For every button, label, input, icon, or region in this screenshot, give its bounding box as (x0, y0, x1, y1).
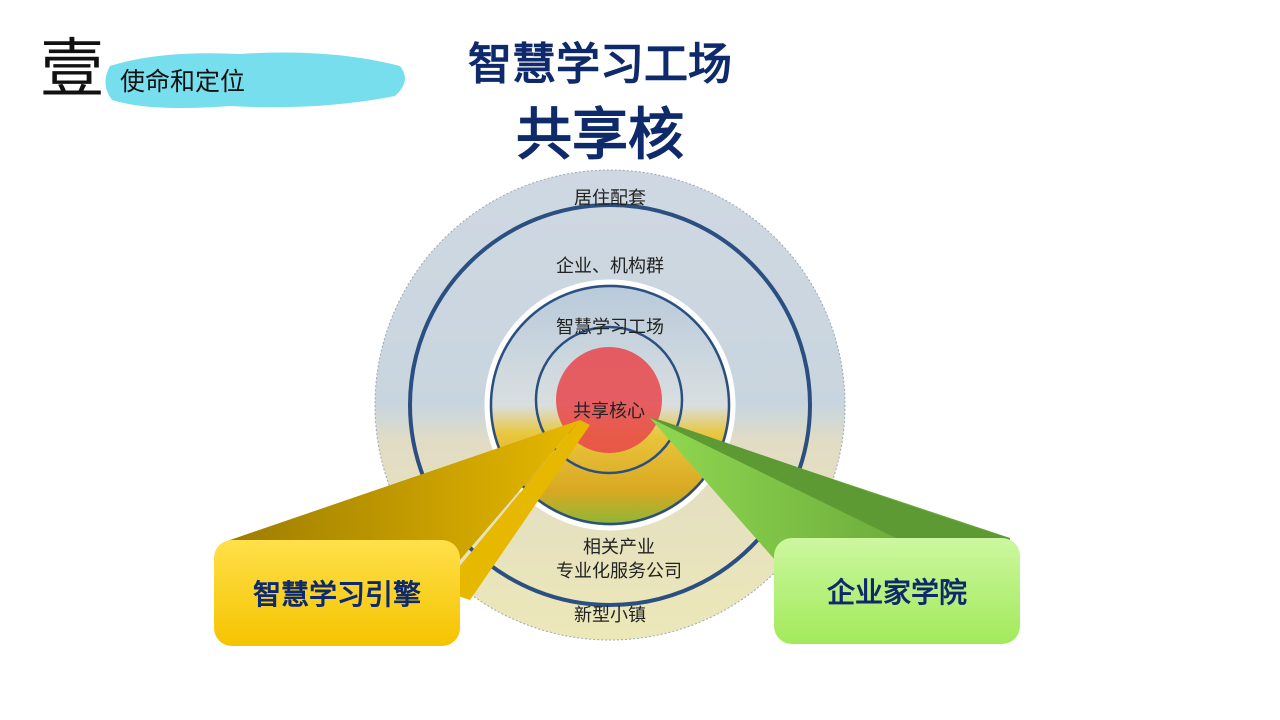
page-title: 智慧学习工场 (468, 39, 732, 90)
ring-label-core: 共享核心 (573, 401, 645, 422)
ring-2 (408, 203, 812, 607)
section-label: 使命和定位 (120, 67, 246, 96)
callout-smart-learning-engine: 智慧学习引擎 (214, 540, 460, 646)
page-subtitle: 共享核 (516, 103, 684, 168)
callout-entrepreneur-academy: 企业家学院 (774, 538, 1020, 644)
left-beam (214, 420, 580, 560)
section-number: 壹 (40, 33, 104, 107)
ring-4 (534, 325, 684, 475)
ring-label-lower1: 相关产业 (583, 537, 655, 558)
ring-label-lower2: 专业化服务公司 (556, 561, 682, 582)
ring-label-bottom: 新型小镇 (574, 605, 646, 626)
ring-label-outer: 居住配套 (574, 188, 646, 209)
ring-label-second: 企业、机构群 (556, 256, 664, 277)
ring-label-third: 智慧学习工场 (556, 317, 664, 338)
section-badge-brush (105, 52, 405, 108)
